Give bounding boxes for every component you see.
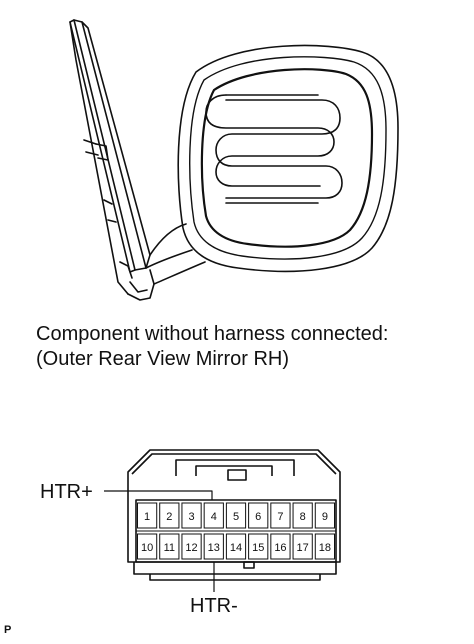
pin-cell-5 xyxy=(225,502,247,529)
pin-number-18: 18 xyxy=(319,542,331,554)
pin-cell-2 xyxy=(159,502,180,529)
pin-cell-13 xyxy=(203,533,224,560)
pin-number-1: 1 xyxy=(144,511,150,523)
pin-number-12: 12 xyxy=(185,542,197,554)
connector-illustration xyxy=(104,449,341,592)
pin-cell-4 xyxy=(203,502,224,529)
pin-number-16: 16 xyxy=(274,542,286,554)
connector-latch xyxy=(175,459,295,476)
pin-number-10: 10 xyxy=(141,542,153,554)
pin-number-7: 7 xyxy=(277,511,283,523)
component-caption: Component without harness connected: xyxy=(36,323,389,345)
pin-number-3: 3 xyxy=(188,511,194,523)
pin-number-17: 17 xyxy=(297,542,309,554)
pin-number-9: 9 xyxy=(322,511,328,523)
pin-cell-12 xyxy=(181,533,202,560)
pin-number-2: 2 xyxy=(166,511,172,523)
figure-code: P xyxy=(4,624,12,636)
pin-number-5: 5 xyxy=(233,511,239,523)
mirror-housing-rim xyxy=(189,56,387,260)
pin-number-13: 13 xyxy=(208,542,220,554)
pin-number-4: 4 xyxy=(211,511,217,523)
pin-cell-17 xyxy=(292,533,313,560)
connector-shell xyxy=(127,449,341,563)
pin-cell-1 xyxy=(137,502,158,529)
pin-cell-11 xyxy=(159,533,180,560)
pin-number-6: 6 xyxy=(255,511,261,523)
pin-cell-14 xyxy=(225,533,247,560)
htr-minus-label: HTR- xyxy=(190,595,238,617)
mirror-housing-outer xyxy=(177,44,399,273)
pin-cell-6 xyxy=(248,502,269,529)
pin-cell-7 xyxy=(270,502,291,529)
mirror-illustration xyxy=(69,19,399,301)
pin-cell-8 xyxy=(292,502,313,529)
htr-plus-leader xyxy=(104,490,213,500)
component-subcaption: (Outer Rear View Mirror RH) xyxy=(36,348,289,370)
pin-cell-10 xyxy=(137,533,158,560)
pin-cell-18 xyxy=(314,533,335,560)
mirror-mount-arm xyxy=(69,19,206,301)
pin-number-11: 11 xyxy=(164,542,175,554)
mirror-glass xyxy=(200,68,374,248)
pin-cell-16 xyxy=(270,533,291,560)
pin-cell-3 xyxy=(181,502,202,529)
heater-element xyxy=(215,94,343,204)
htr-plus-label: HTR+ xyxy=(40,481,93,503)
pin-number-15: 15 xyxy=(252,542,264,554)
pin-number-14: 14 xyxy=(230,542,242,554)
pin-number-8: 8 xyxy=(300,511,306,523)
pin-cell-9 xyxy=(314,502,335,529)
pin-cell-15 xyxy=(248,533,269,560)
